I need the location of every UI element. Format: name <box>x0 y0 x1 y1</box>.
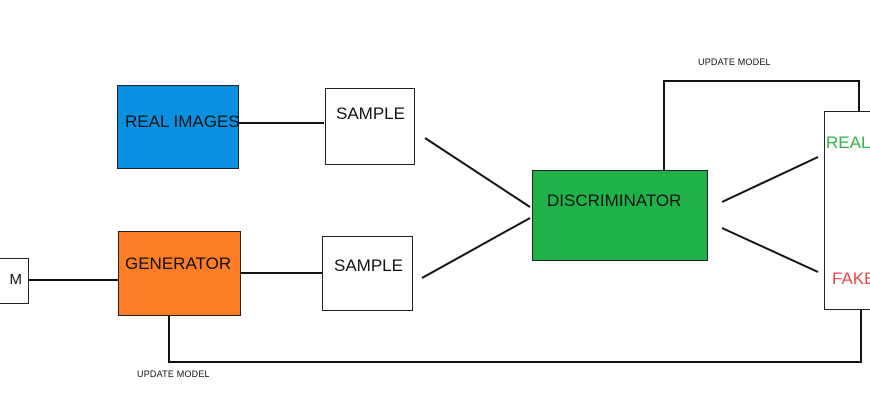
edge-sample-real-to-discriminator <box>424 137 531 208</box>
real-images-label: REAL IMAGES <box>125 112 240 131</box>
output-fake-label: FAKE <box>832 269 870 288</box>
sample-fake-label: SAMPLE <box>334 256 403 275</box>
sample-fake-box: SAMPLE <box>322 236 413 311</box>
output-box: REAL FAKE <box>824 111 870 310</box>
output-real-label: REAL <box>826 133 870 152</box>
update-model-top-label: UPDATE MODEL <box>698 57 771 67</box>
noise-input-box: M <box>0 258 29 304</box>
edge-update-generator <box>168 310 862 363</box>
real-images-box: REAL IMAGES <box>117 85 240 169</box>
noise-input-label: M <box>9 271 23 288</box>
discriminator-label: DISCRIMINATOR <box>547 191 682 210</box>
edge-discriminator-to-real <box>721 156 819 203</box>
generator-box: GENERATOR <box>118 231 241 316</box>
generator-label: GENERATOR <box>125 254 232 273</box>
sample-real-box: SAMPLE <box>325 88 415 165</box>
sample-real-label: SAMPLE <box>336 104 405 123</box>
edge-update-discriminator <box>663 80 860 170</box>
update-model-bottom-label: UPDATE MODEL <box>137 369 210 379</box>
discriminator-box: DISCRIMINATOR <box>532 170 708 261</box>
edge-discriminator-to-fake <box>721 227 819 273</box>
edge-sample-fake-to-discriminator <box>421 217 531 279</box>
